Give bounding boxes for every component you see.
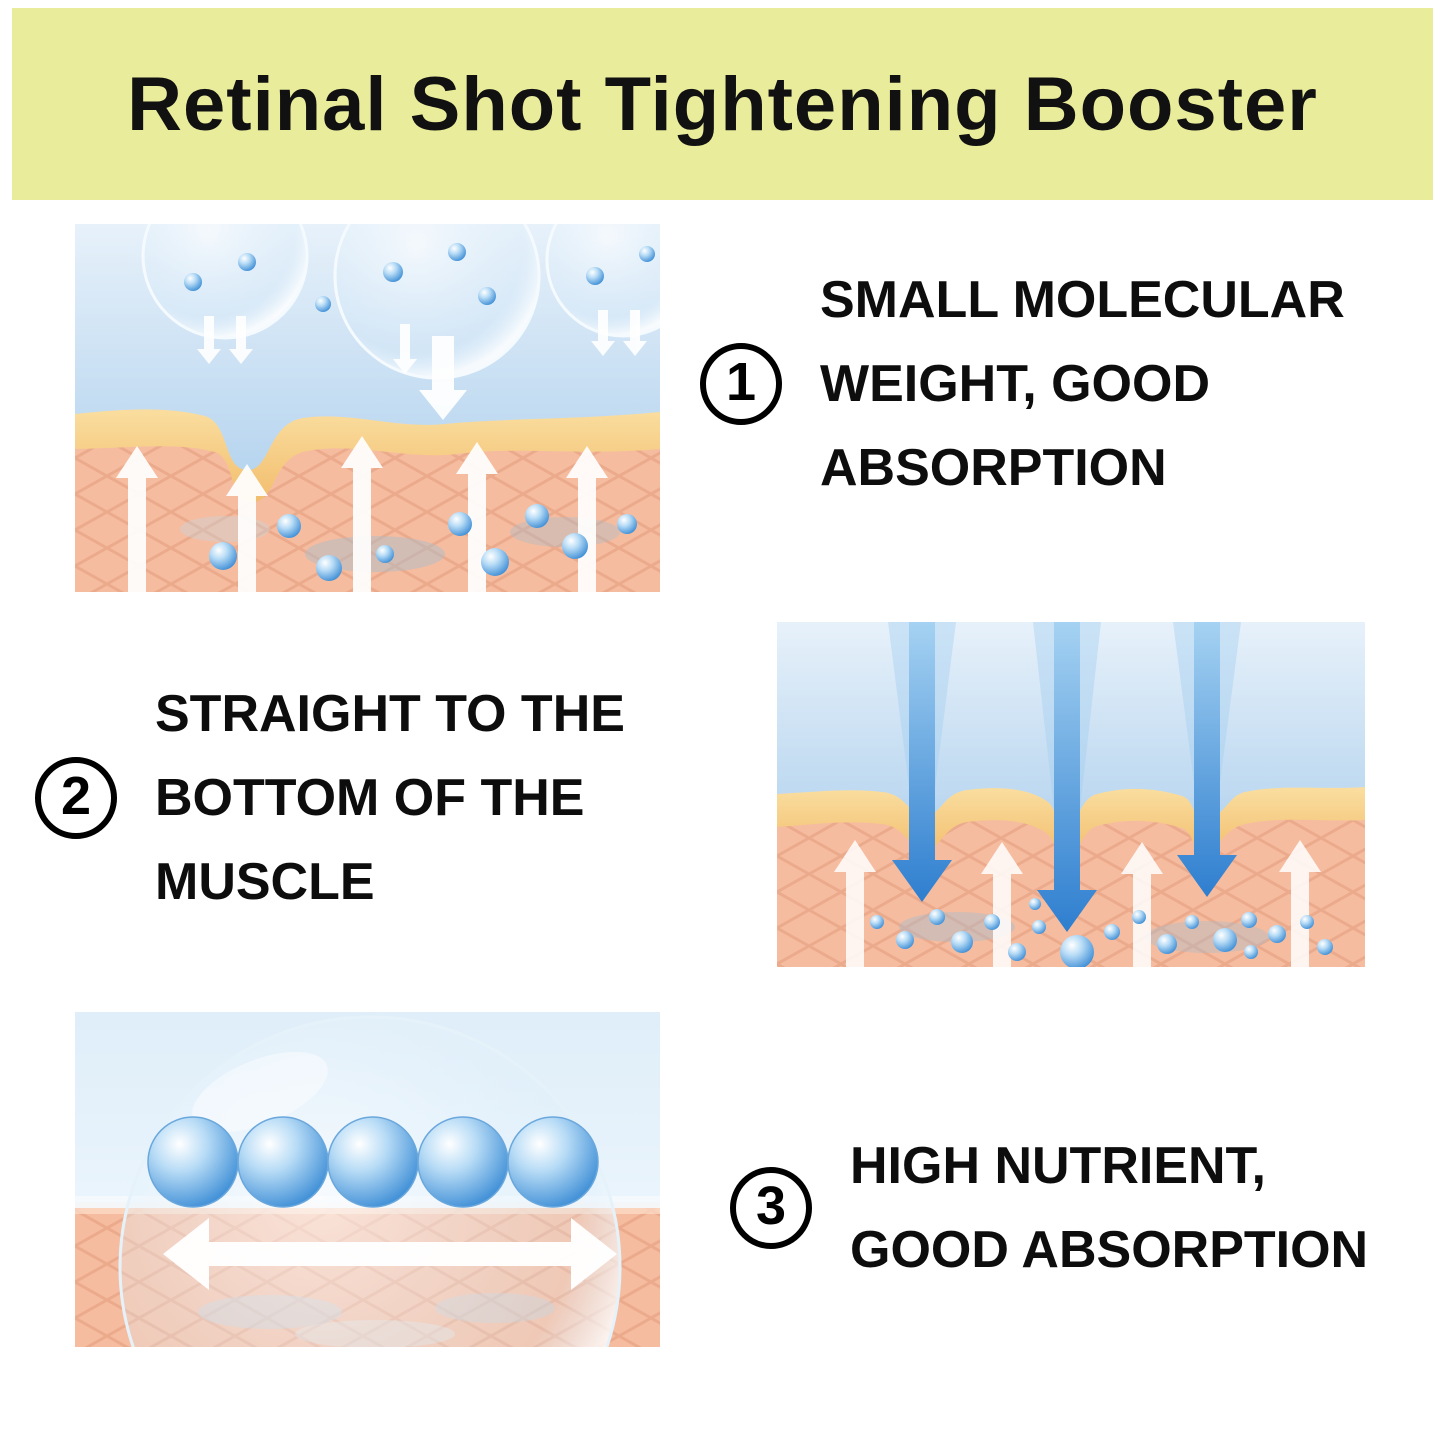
page-title: Retinal Shot Tightening Booster bbox=[127, 61, 1318, 147]
benefit-text-1: SMALL MOLECULAR WEIGHT, GOOD ABSORPTION bbox=[820, 258, 1345, 510]
circled-number-3: 3 bbox=[730, 1167, 812, 1249]
serum-bubbles bbox=[141, 224, 660, 380]
circled-number-1: 1 bbox=[700, 343, 782, 425]
absorbed-molecules bbox=[209, 504, 637, 581]
benefit-point-3: 3 HIGH NUTRIENT, GOOD ABSORPTION bbox=[730, 1124, 1368, 1292]
down-arrows bbox=[197, 310, 647, 420]
benefit-point-2: 2 STRAIGHT TO THE BOTTOM OF THE MUSCLE bbox=[35, 672, 625, 924]
title-banner: Retinal Shot Tightening Booster bbox=[12, 8, 1433, 200]
benefit-point-1: 1 SMALL MOLECULAR WEIGHT, GOOD ABSORPTIO… bbox=[700, 258, 1345, 510]
nutrient-spheres-row bbox=[147, 1116, 599, 1208]
benefit-3-line-1: HIGH NUTRIENT, bbox=[850, 1137, 1266, 1195]
benefit-3-line-2: GOOD ABSORPTION bbox=[850, 1221, 1369, 1279]
benefit-text-3: HIGH NUTRIENT, GOOD ABSORPTION bbox=[850, 1124, 1368, 1292]
illustration-nutrient-spread bbox=[75, 1012, 660, 1347]
small-molecules-top bbox=[184, 243, 655, 312]
benefit-2-line-1: STRAIGHT TO THE bbox=[155, 685, 625, 743]
spread-double-arrow bbox=[163, 1218, 617, 1290]
benefit-2-line-2: BOTTOM OF THE bbox=[155, 769, 585, 827]
up-arrows bbox=[116, 436, 608, 592]
circled-number-2: 2 bbox=[35, 757, 117, 839]
benefit-1-line-1: SMALL MOLECULAR bbox=[820, 271, 1345, 329]
delivered-molecules bbox=[870, 898, 1333, 967]
nutrient-diagram-svg bbox=[75, 1012, 660, 1347]
benefit-1-line-3: ABSORPTION bbox=[820, 439, 1167, 497]
absorption-diagram-svg bbox=[75, 224, 660, 592]
benefit-2-line-3: MUSCLE bbox=[155, 853, 375, 911]
benefit-1-line-2: WEIGHT, GOOD bbox=[820, 355, 1210, 413]
illustration-absorption bbox=[75, 224, 660, 592]
illustration-penetration bbox=[777, 622, 1365, 967]
up-arrows bbox=[834, 840, 1321, 967]
penetration-arrows bbox=[892, 622, 1237, 932]
penetration-diagram-svg bbox=[777, 622, 1365, 967]
benefit-text-2: STRAIGHT TO THE BOTTOM OF THE MUSCLE bbox=[155, 672, 625, 924]
